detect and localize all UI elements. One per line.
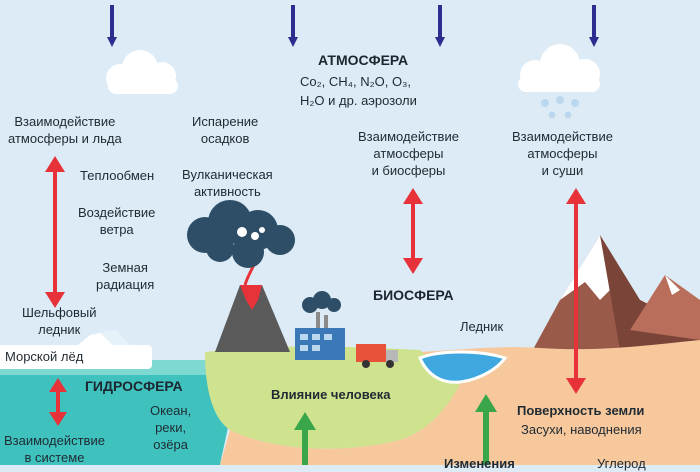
label-sea-ice: Морской лёд [5, 349, 84, 364]
cloud-left [106, 50, 178, 94]
label-atm-ice: Взаимодействие атмосферы и льда [8, 114, 122, 146]
incoming-radiation-arrows [107, 5, 599, 47]
label-human-influence: Влияние человека [271, 387, 391, 402]
factory [295, 291, 345, 360]
volcanic-cloud [187, 200, 295, 268]
cloud-right [518, 44, 600, 92]
atmosphere-gases-line1: Co₂, CH₄, N₂O, O₃, [300, 74, 411, 89]
label-carbon: Углерод [597, 456, 646, 471]
label-atm-land: Взаимодействие атмосферы и суши [512, 129, 613, 178]
label-volcanic: Вулканическая активность [182, 167, 273, 199]
truck [356, 344, 398, 368]
rain-drops [541, 96, 579, 119]
label-atm-bio: Взаимодействие атмосферы и биосферы [358, 129, 459, 178]
label-glacier: Ледник [460, 319, 504, 334]
label-droughts: Засухи, наводнения [521, 422, 642, 437]
label-ocean: Океан, реки, озёра [150, 403, 192, 452]
glacier-lake [418, 350, 508, 384]
label-changes: Изменения [444, 456, 515, 471]
biosphere-title: БИОСФЕРА [373, 287, 454, 303]
red-interaction-arrows [45, 156, 586, 426]
label-shelf-glacier: Шельфовый ледник [22, 305, 97, 337]
hydrosphere-title: ГИДРОСФЕРА [85, 378, 183, 394]
label-radiation: Земная радиация [96, 260, 155, 292]
green-arrows [294, 394, 497, 465]
label-evaporation: Испарение осадков [192, 114, 259, 146]
land-continent [205, 346, 460, 449]
atmosphere-title: АТМОСФЕРА [318, 52, 409, 68]
earth-surface-title: Поверхность земли [517, 403, 645, 418]
atmosphere-gases-line2: H₂O и др. аэрозоли [300, 93, 417, 108]
label-heat-exchange: Теплообмен [80, 168, 155, 183]
sea-ice-box [0, 345, 152, 369]
label-hydro-interaction: Взаимодействие в системе [4, 433, 105, 465]
land-underside [220, 385, 470, 465]
label-wind: Воздействие ветра [78, 205, 156, 237]
